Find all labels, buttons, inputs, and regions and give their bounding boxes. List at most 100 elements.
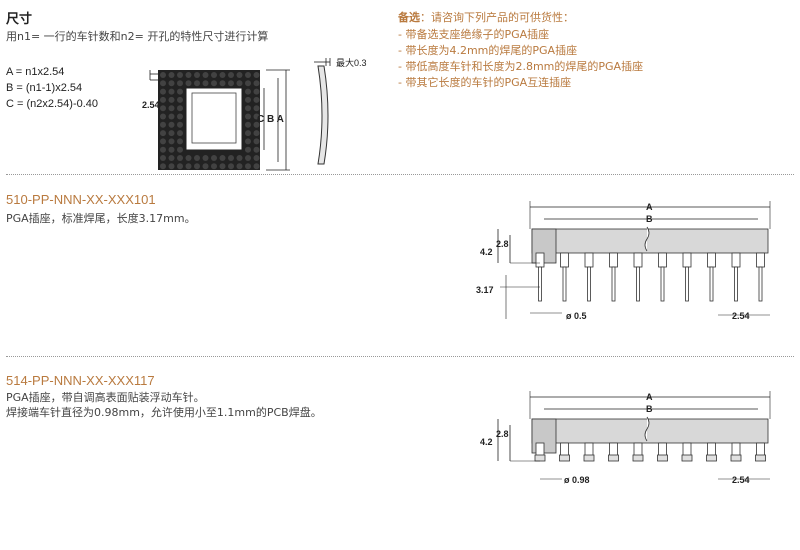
pin-hole	[177, 130, 183, 137]
pin-hole	[245, 105, 251, 112]
dim-b: B	[646, 214, 653, 224]
pin-sleeve	[633, 252, 643, 268]
pin-foot	[608, 454, 619, 462]
pin-hole	[202, 80, 209, 87]
pin-sleeve	[658, 252, 667, 268]
pin-foot	[657, 454, 668, 462]
pitch-label: 2.54	[142, 100, 160, 110]
pin-hole	[185, 155, 192, 161]
pin-hole	[160, 138, 166, 145]
pin-hole	[168, 163, 175, 170]
pin-hole	[177, 88, 183, 95]
pin-hole	[177, 146, 183, 153]
pin-hole	[219, 72, 226, 78]
pin-hole	[177, 155, 183, 161]
pin-hole	[236, 163, 243, 170]
pin-hole	[253, 113, 260, 120]
pin-hole	[168, 96, 175, 103]
pin-hole	[219, 80, 226, 87]
pin-hole	[219, 155, 226, 161]
pin-tail	[709, 266, 714, 302]
pin-hole	[160, 130, 166, 137]
pin-foot	[632, 454, 644, 462]
pin-hole	[160, 105, 166, 112]
pin-hole	[245, 155, 251, 161]
pin-hole	[194, 155, 200, 161]
pin-hole	[194, 80, 200, 87]
pin-hole	[245, 130, 251, 137]
product-description-line-1: PGA插座，带自调高表面贴装浮动车针。	[6, 391, 205, 404]
pin-sleeve	[560, 252, 569, 268]
pin-hole	[253, 72, 260, 78]
option-item: - 带低高度车针和长度为2.8mm的焊尾的PGA插座	[398, 60, 644, 73]
pin-hole	[236, 155, 243, 161]
pin-sleeve	[535, 252, 545, 268]
pin-hole	[185, 72, 192, 78]
pin-hole	[177, 80, 183, 87]
option-item: - 带长度为4.2mm的焊尾的PGA插座	[398, 44, 578, 57]
pin-tail	[636, 266, 640, 302]
formula-c: C = (n2x2.54)-0.40	[6, 98, 99, 110]
part-number: 510-PP-NNN-XX-XXX101	[6, 192, 156, 207]
option-item: - 带备选支座绝缘子的PGA插座	[398, 28, 550, 41]
pin-hole	[168, 113, 175, 120]
section-title: 尺寸	[6, 12, 33, 27]
pin-sleeve	[731, 252, 741, 268]
pin-foot	[534, 454, 546, 462]
pin-hole	[168, 146, 175, 153]
pin-hole	[202, 72, 209, 78]
dim-a: A	[646, 392, 653, 402]
pin-hole	[168, 88, 175, 95]
dim-h2: 2.8	[496, 239, 509, 249]
pin-hole	[168, 80, 175, 87]
pin-sleeve	[584, 252, 594, 268]
pin-grid-diagram: 2.54 C B A	[142, 69, 290, 171]
pin-hole	[236, 72, 243, 78]
pin-hole	[253, 96, 260, 103]
pin-hole	[228, 80, 234, 87]
pin-hole	[194, 163, 200, 170]
pin-tail	[611, 266, 616, 302]
pin-hole	[245, 80, 251, 87]
product-drawing-1: A B 4.2 2.8 3.17 ø 0.5 2.54	[476, 201, 771, 321]
pin-tail	[538, 266, 542, 302]
pin-hole	[245, 138, 251, 145]
pin-foot	[681, 454, 693, 462]
pin-hole	[160, 121, 166, 128]
pin-hole	[160, 113, 166, 120]
section-divider	[6, 174, 794, 175]
pin-hole	[211, 72, 217, 78]
pin-hole	[228, 155, 234, 161]
pin-hole	[185, 80, 192, 87]
pin-foot	[706, 454, 717, 462]
pin-hole	[160, 88, 166, 95]
pin-hole	[245, 72, 251, 78]
pin-tail	[587, 266, 591, 302]
pin-sleeve	[609, 252, 618, 268]
dim-diameter: ø 0.98	[564, 475, 590, 485]
dim-a: A	[646, 202, 653, 212]
pin-hole	[168, 72, 175, 78]
pin-hole	[245, 121, 251, 128]
pin-hole	[253, 121, 260, 128]
pin-hole	[245, 146, 251, 153]
pin-hole	[253, 105, 260, 112]
dim-h2: 2.8	[496, 429, 509, 439]
dim-b: B	[646, 404, 653, 414]
pin-hole	[177, 163, 183, 170]
pin-hole	[160, 80, 166, 87]
pin-tail	[685, 266, 689, 302]
pin-hole	[177, 96, 183, 103]
dim-h1: 4.2	[480, 437, 493, 447]
option-item: - 带其它长度的车针的PGA互连插座	[398, 76, 572, 89]
pin-hole	[253, 138, 260, 145]
pin-foot	[583, 454, 595, 462]
dim-pitch: 2.54	[732, 311, 750, 321]
pin-hole	[160, 163, 166, 170]
pin-tail	[562, 266, 567, 302]
pin-hole	[177, 113, 183, 120]
pin-tail	[734, 266, 738, 302]
pin-hole	[202, 155, 209, 161]
pin-hole	[168, 121, 175, 128]
pin-hole	[228, 72, 234, 78]
